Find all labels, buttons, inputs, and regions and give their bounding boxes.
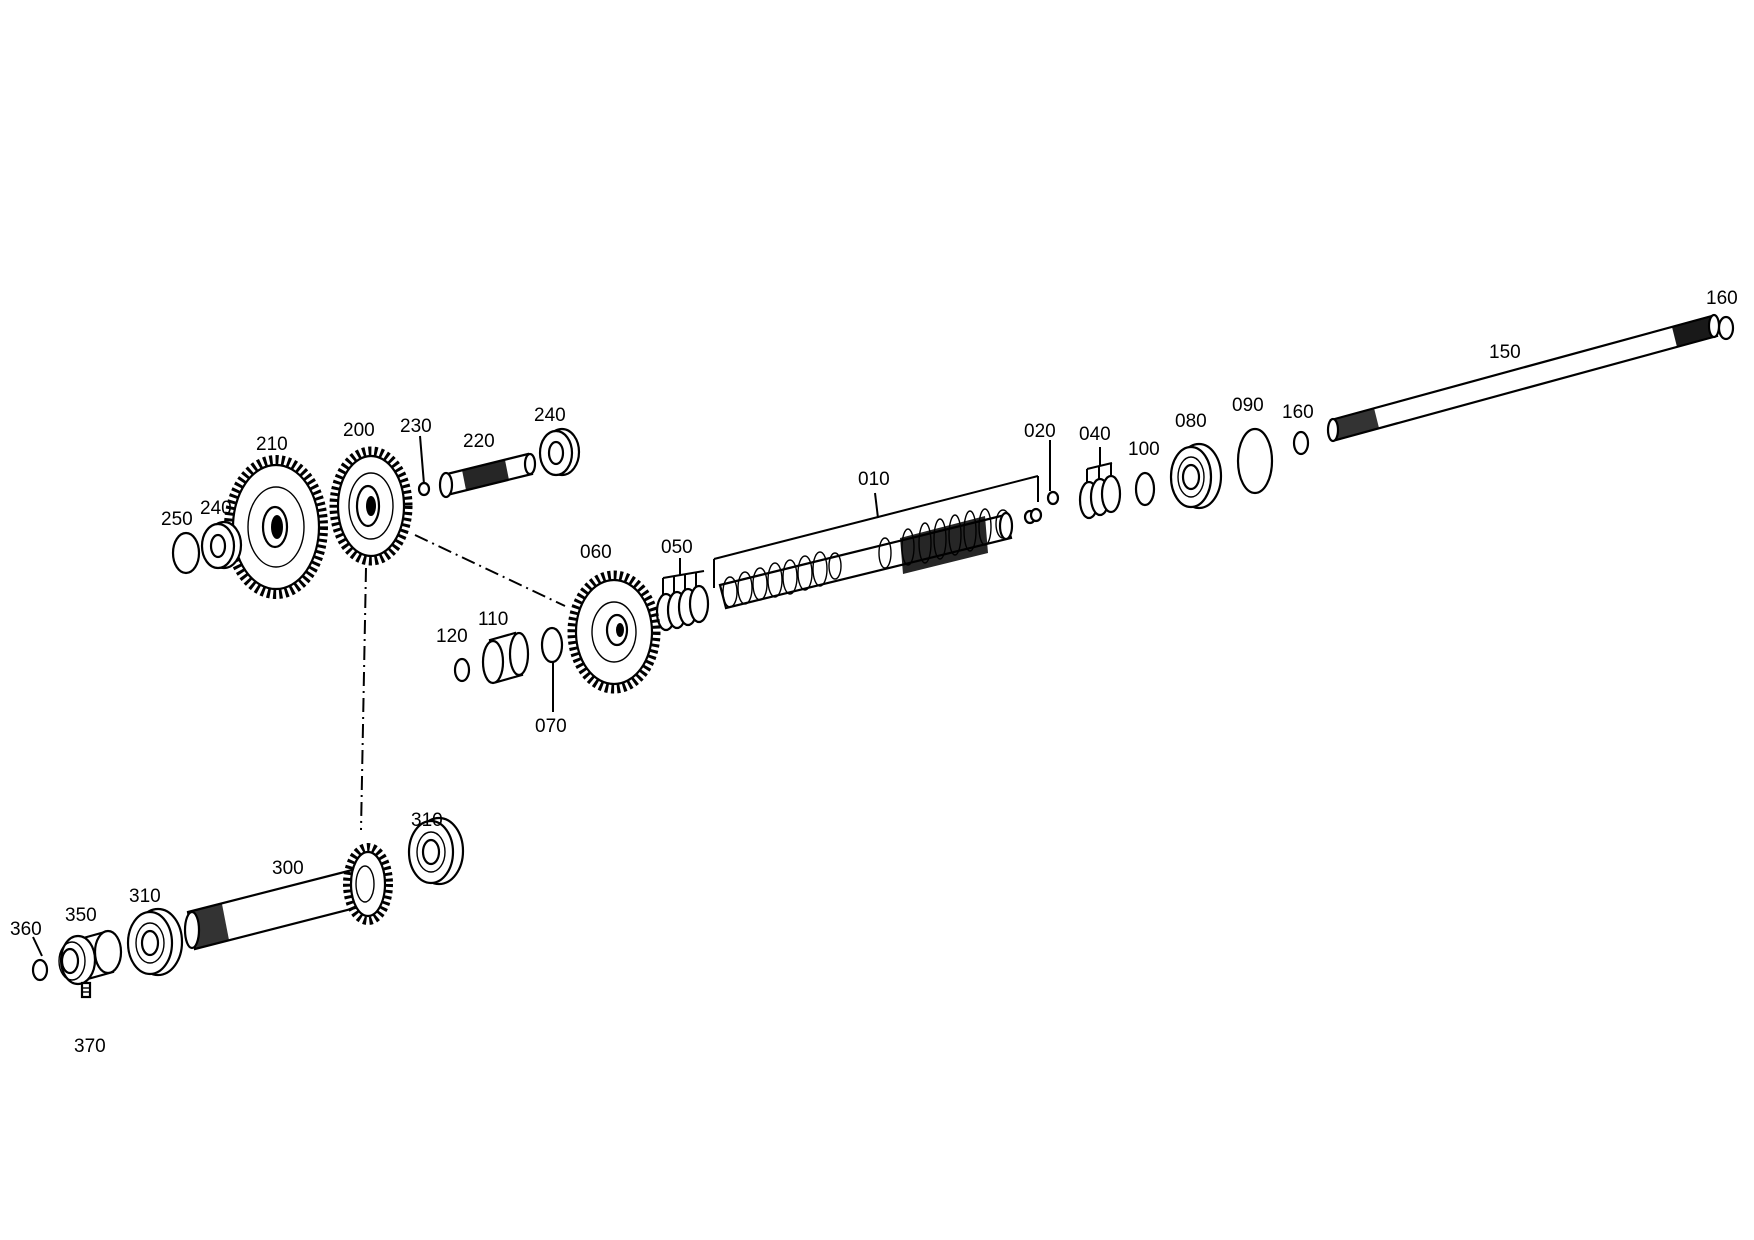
part-010-main-shaft	[718, 508, 1014, 610]
label-110: 110	[478, 609, 508, 630]
label-310-lower: 310	[129, 886, 161, 907]
label-200: 200	[343, 420, 375, 441]
part-360-washer	[31, 958, 49, 982]
part-100-ring	[1134, 471, 1156, 507]
part-250-ring	[171, 531, 201, 575]
label-230: 230	[400, 416, 432, 437]
part-200-gear	[329, 446, 413, 566]
part-160-ring	[1292, 315, 1735, 456]
label-090: 090	[1232, 395, 1264, 416]
part-110-sleeve	[481, 631, 530, 685]
label-210: 210	[256, 434, 288, 455]
part-070-snap-ring	[540, 626, 564, 664]
label-160-lower: 160	[1282, 402, 1314, 423]
part-240-bearing	[200, 427, 581, 570]
label-300: 300	[272, 858, 304, 879]
label-350: 350	[65, 905, 97, 926]
label-070: 070	[535, 716, 567, 737]
part-300-output-shaft	[183, 843, 393, 951]
part-090-circlip	[1236, 427, 1274, 495]
part-120-ring	[453, 657, 471, 683]
label-100: 100	[1128, 439, 1160, 460]
part-220-pinion-shaft	[438, 452, 537, 499]
label-050: 050	[661, 537, 693, 558]
connection-lines	[360, 534, 566, 831]
label-370: 370	[74, 1036, 106, 1057]
label-310-upper: 310	[411, 810, 443, 831]
label-240-lower: 240	[200, 498, 232, 519]
label-080: 080	[1175, 411, 1207, 432]
label-060: 060	[580, 542, 612, 563]
part-350-flange	[58, 929, 123, 986]
label-040: 040	[1079, 424, 1111, 445]
label-250: 250	[161, 509, 193, 530]
part-230-pin	[417, 481, 431, 497]
part-020-pin	[1023, 490, 1060, 525]
part-060-gear	[567, 570, 661, 694]
part-210-gear	[224, 455, 328, 599]
part-310-bearing	[126, 816, 465, 977]
label-150: 150	[1489, 342, 1521, 363]
label-240-upper: 240	[534, 405, 566, 426]
part-370-screw	[80, 981, 92, 999]
part-labels: 010 020 040 050 060 070 080 090 100 110 …	[10, 288, 1738, 1057]
part-150-long-shaft	[1326, 313, 1721, 443]
part-040-ring-stack	[1078, 474, 1122, 520]
label-220: 220	[463, 431, 495, 452]
label-010: 010	[858, 469, 890, 490]
part-050-ring-stack	[655, 584, 710, 632]
part-080-bearing	[1169, 442, 1223, 510]
label-120: 120	[436, 626, 468, 647]
label-020: 020	[1024, 421, 1056, 442]
label-160-upper: 160	[1706, 288, 1738, 309]
label-360: 360	[10, 919, 42, 940]
